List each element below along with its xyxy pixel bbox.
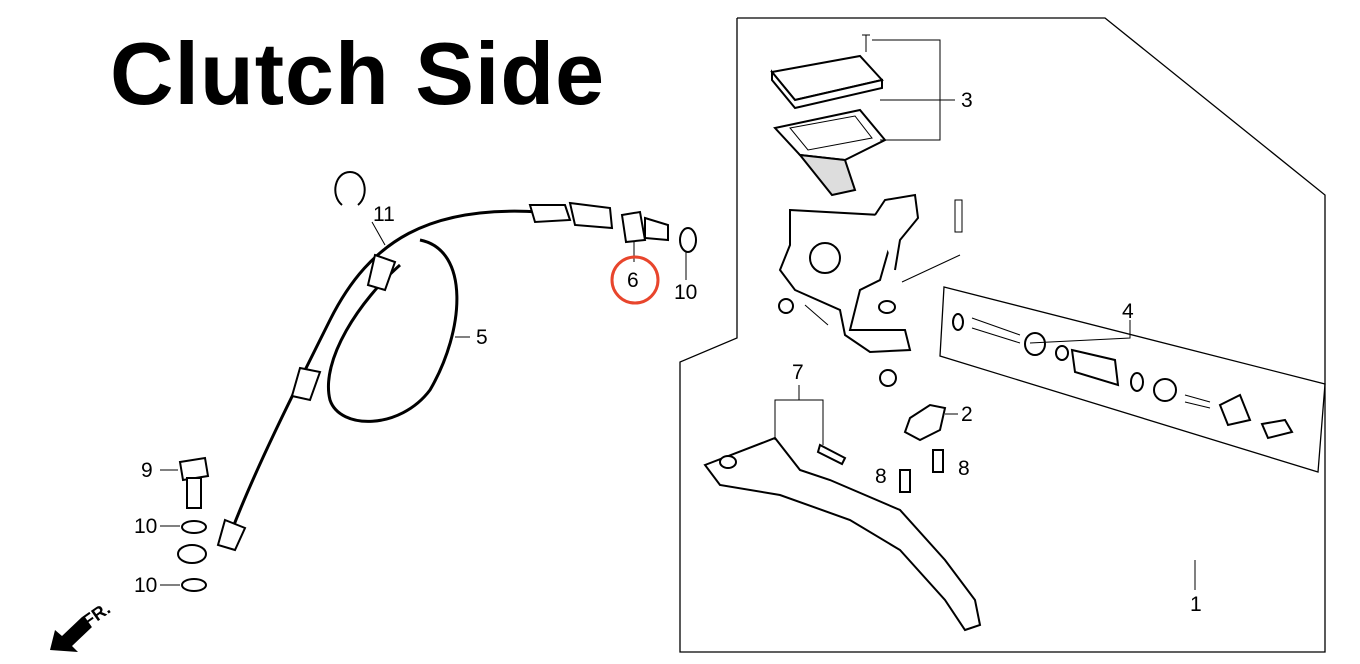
callout-4: 4: [1122, 300, 1134, 323]
switch-bracket: [899, 403, 958, 493]
reservoir-cap: [770, 34, 955, 197]
assembly-outline: [679, 17, 1326, 653]
callout-3: 3: [961, 89, 973, 112]
front-direction-arrow: FR.: [50, 598, 114, 652]
callout-7: 7: [792, 361, 804, 384]
clutch-hose: [216, 201, 614, 552]
callout-8-right: 8: [958, 457, 970, 480]
callout-1: 1: [1190, 593, 1202, 616]
callout-5: 5: [476, 326, 488, 349]
hose-clip: [334, 170, 366, 206]
piston-assembly: [952, 313, 1294, 440]
banjo-bolt: [160, 456, 210, 592]
diagram-title: Clutch Side: [110, 24, 606, 123]
callout-9: 9: [141, 459, 153, 482]
callout-10-fitting: 10: [674, 281, 697, 304]
master-cylinder-body: [778, 193, 963, 387]
clutch-lever: [703, 385, 982, 632]
callout-6: 6: [627, 269, 639, 292]
callout-8-left: 8: [875, 465, 887, 488]
callout-10-lower: 10: [134, 574, 157, 597]
highlight-circle: [610, 255, 660, 305]
part-4-group-box: [939, 286, 1326, 473]
callout-2: 2: [961, 403, 973, 426]
hose-fitting: [620, 210, 697, 280]
callout-11: 11: [373, 203, 395, 226]
callout-10-upper: 10: [134, 515, 157, 538]
